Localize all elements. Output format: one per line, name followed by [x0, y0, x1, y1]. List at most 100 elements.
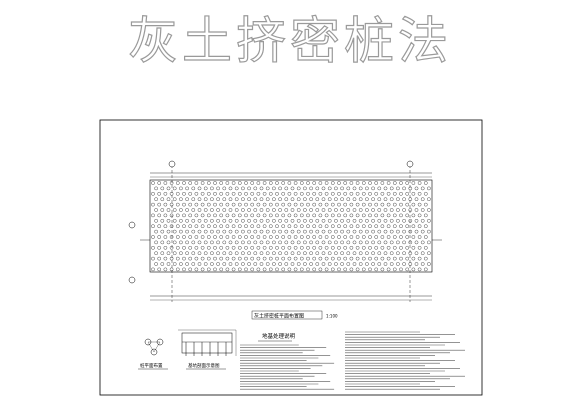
pile-circle: [383, 262, 388, 266]
pile-circle: [424, 267, 428, 272]
pile-circle: [234, 240, 239, 245]
pile-circle: [172, 219, 177, 223]
pile-circle: [362, 235, 366, 239]
pile-circle: [318, 213, 323, 218]
pile-circle: [402, 251, 406, 255]
pile-circle: [411, 246, 416, 250]
pile-circle: [179, 240, 183, 245]
pile-circle: [269, 235, 273, 239]
pile-circle: [163, 235, 168, 239]
pile-circle: [318, 192, 323, 196]
pile-circle: [420, 240, 425, 245]
pile-circle: [207, 256, 211, 261]
pile-circle: [157, 267, 161, 272]
pile-circle: [194, 213, 199, 218]
pile-circle: [247, 262, 251, 266]
pile-circle: [386, 202, 391, 207]
pile-circle: [169, 267, 174, 272]
pile-circle: [402, 186, 406, 191]
pile-circle: [259, 240, 264, 245]
pile-circle: [182, 192, 186, 196]
pile-circle: [371, 197, 375, 201]
pile-circle: [399, 224, 403, 228]
pile-circle: [321, 240, 326, 245]
pile-circle: [265, 219, 270, 223]
pile-circle: [331, 256, 335, 261]
pile-circle: [380, 202, 385, 207]
pile-circle: [250, 192, 254, 196]
pile-circle: [303, 197, 307, 201]
pile-circle: [411, 213, 416, 218]
pile-circle: [182, 256, 186, 261]
pile-circle: [374, 267, 378, 272]
pile-circle: [331, 202, 335, 207]
pile-circle: [315, 251, 320, 255]
pile-circle: [262, 256, 267, 261]
pile-circle: [334, 186, 338, 191]
pile-circle: [188, 246, 192, 250]
pile-circle: [203, 219, 208, 223]
pile-circle: [309, 240, 313, 245]
pile-circle: [182, 235, 186, 239]
pile-circle: [331, 267, 335, 272]
pile-circle: [402, 208, 406, 212]
pile-circle: [241, 262, 245, 266]
pile-circle: [389, 219, 394, 223]
pile-circle: [207, 181, 211, 185]
pile-circle: [172, 262, 177, 266]
pile-circle: [269, 246, 273, 250]
pile-circle: [287, 246, 292, 250]
pile-circle: [411, 224, 416, 228]
pile-circle: [352, 219, 357, 223]
pile-circle: [244, 192, 248, 196]
pile-circle: [337, 267, 341, 272]
pile-circle: [321, 229, 326, 234]
pile-circle: [176, 202, 180, 207]
pile-circle: [300, 235, 304, 239]
pile-circle: [200, 256, 205, 261]
pile-circle: [194, 235, 199, 239]
pile-circle: [343, 246, 347, 250]
pile-circle: [225, 202, 230, 207]
pile-circle: [293, 246, 298, 250]
pile-circle: [160, 197, 165, 201]
pile-circle: [343, 267, 347, 272]
pile-circle: [402, 240, 406, 245]
pile-circle: [207, 246, 211, 250]
pile-circle: [349, 202, 354, 207]
pile-circle: [188, 213, 192, 218]
pile-circle: [213, 235, 217, 239]
pile-circle: [296, 208, 301, 212]
pile-circle: [287, 202, 292, 207]
pile-circle: [296, 219, 301, 223]
pile-circle: [253, 208, 258, 212]
pile-circle: [203, 262, 208, 266]
pile-circle: [411, 267, 416, 272]
pile-circle: [362, 267, 366, 272]
pile-circle: [216, 219, 220, 223]
pile-circle: [219, 213, 223, 218]
pile-circle: [166, 262, 171, 266]
pile-circle: [179, 251, 183, 255]
pile-circle: [393, 267, 397, 272]
pile-circle: [216, 251, 220, 255]
pile-circle: [312, 224, 316, 228]
pile-circle: [365, 240, 369, 245]
pile-circle: [154, 208, 158, 212]
pile-circle: [157, 224, 161, 228]
pile-circle: [213, 213, 217, 218]
pile-grid: [151, 181, 431, 272]
pile-circle: [355, 224, 360, 228]
pile-circle: [427, 240, 431, 245]
pile-circle: [244, 202, 248, 207]
pile-circle: [331, 181, 335, 185]
pile-circle: [194, 267, 199, 272]
pile-circle: [417, 202, 422, 207]
pile-circle: [210, 240, 214, 245]
pile-circle: [365, 219, 369, 223]
pile-circle: [408, 240, 413, 245]
pile-circle: [355, 192, 360, 196]
pile-circle: [222, 197, 227, 201]
pile-circle: [420, 186, 425, 191]
pile-circle: [327, 229, 332, 234]
